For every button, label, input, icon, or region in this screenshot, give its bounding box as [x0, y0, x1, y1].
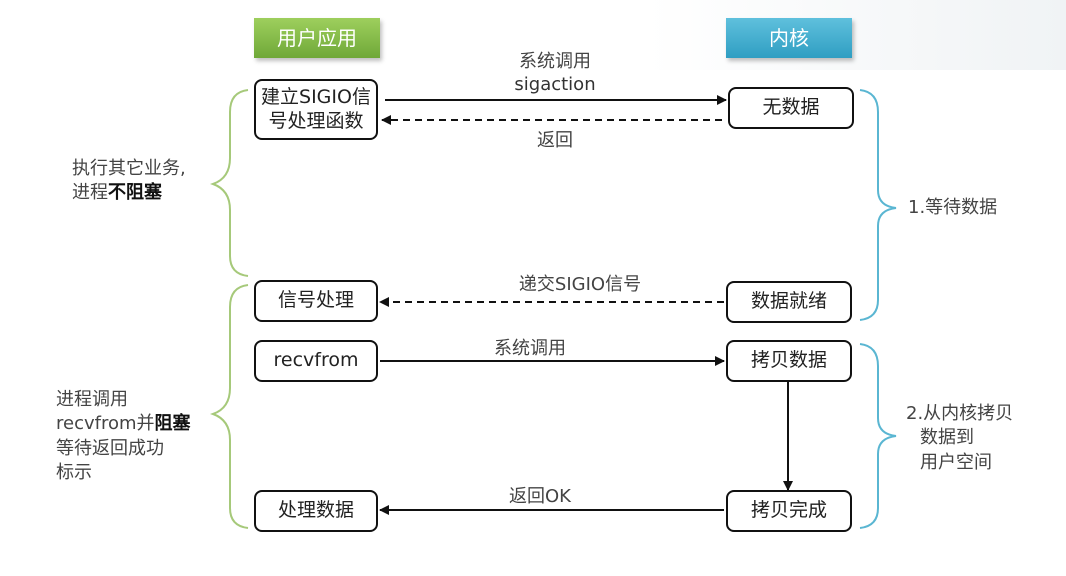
note-blocking-line2: recvfrom并阻塞 [56, 413, 191, 435]
note-non-blocking: 执行其它业务, 进程不阻塞 [72, 157, 186, 206]
note-copy-to-user-line3: 用户空间 [920, 451, 992, 473]
note-copy-to-user: 2.从内核拷贝 数据到 用户空间 [906, 402, 1013, 475]
note-blocking-line1: 进程调用 [56, 389, 128, 410]
note-copy-to-user-line1: 2.从内核拷贝 [906, 403, 1014, 424]
header-user-app: 用户应用 [254, 18, 380, 58]
background-gradient [646, 0, 1066, 70]
box-setup-sigio-handler: 建立SIGIO信 号处理函数 [254, 79, 378, 140]
box-copy-complete: 拷贝完成 [726, 490, 852, 532]
left-brace-2 [209, 284, 249, 529]
box-data-ready: 数据就绪 [726, 281, 852, 323]
box-setup-sigio-handler-line2: 号处理函数 [268, 109, 364, 132]
label-return-ok: 返回OK [509, 486, 571, 507]
right-brace-1 [859, 89, 897, 321]
label-return: 返回 [537, 130, 573, 151]
note-blocking: 进程调用 recvfrom并阻塞 等待返回成功 标示 [56, 388, 191, 485]
box-setup-sigio-handler-line1: 建立SIGIO信 [261, 85, 371, 108]
note-non-blocking-line2: 进程不阻塞 [72, 182, 162, 204]
box-recvfrom: recvfrom [254, 340, 378, 382]
box-no-data: 无数据 [728, 87, 854, 129]
box-signal-handling: 信号处理 [254, 280, 378, 322]
box-copy-data: 拷贝数据 [726, 340, 852, 382]
header-kernel: 内核 [726, 18, 852, 58]
box-process-data: 处理数据 [254, 490, 378, 532]
note-copy-to-user-line2: 数据到 [920, 427, 974, 449]
label-deliver-sigio: 递交SIGIO信号 [518, 274, 642, 295]
right-brace-2 [859, 343, 897, 529]
label-syscall-2: 系统调用 [494, 338, 566, 359]
label-sigaction: sigaction [514, 74, 596, 95]
note-non-blocking-line1: 执行其它业务, [72, 158, 186, 179]
left-brace-1 [209, 89, 249, 277]
note-blocking-line3: 等待返回成功 [56, 437, 164, 459]
note-blocking-line4: 标示 [56, 461, 92, 483]
note-wait-data: 1.等待数据 [908, 197, 998, 218]
label-syscall-1: 系统调用 [519, 51, 591, 72]
